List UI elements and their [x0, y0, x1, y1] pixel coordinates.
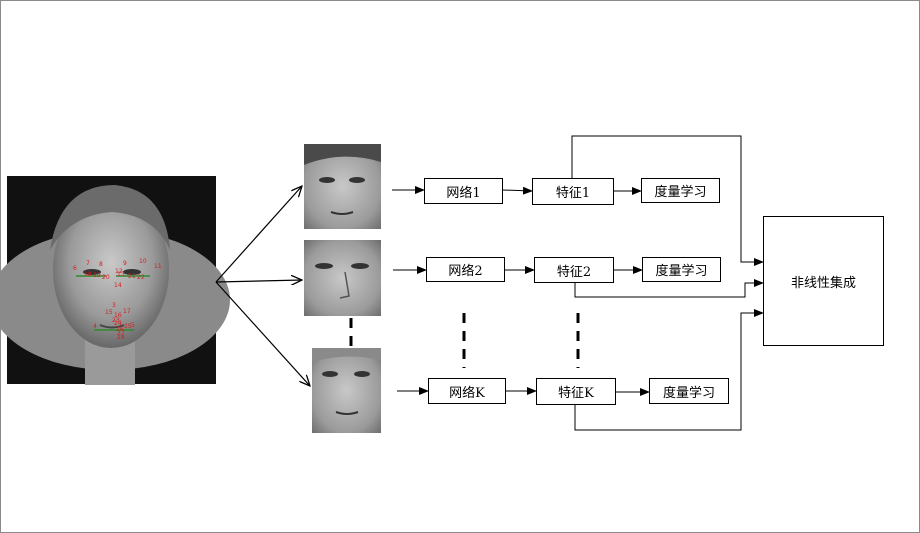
- landmark-label: 9: [123, 260, 127, 267]
- fusion-box: 非线性集成: [763, 216, 884, 346]
- landmark-label: 16: [114, 312, 122, 319]
- metric-label-k: 度量学习: [662, 385, 715, 401]
- metric-label-2: 度量学习: [655, 264, 708, 279]
- landmark-label: 13: [117, 271, 125, 278]
- landmark-label: 17: [123, 308, 131, 315]
- row-arrows: [392, 186, 650, 396]
- metric-label-1: 度量学习: [654, 185, 707, 200]
- metric-box-1: 度量学习: [641, 178, 720, 203]
- landmark-label: 6: [73, 265, 77, 272]
- network-box-1: 网络1: [424, 178, 503, 204]
- landmark-label: 25: [124, 323, 132, 330]
- landmark-label: 14: [114, 282, 122, 289]
- landmark-label: 28: [117, 334, 125, 341]
- landmark-label: 3: [112, 302, 116, 309]
- feature-box-1: 特征1: [532, 178, 614, 205]
- fanout-arrows: [215, 186, 310, 386]
- landmark-label: 23: [112, 317, 120, 324]
- landmark-label: 27: [117, 330, 125, 337]
- feature-box-k: 特征K: [536, 378, 616, 405]
- metric-box-k: 度量学习: [649, 378, 729, 404]
- metric-box-2: 度量学习: [642, 257, 721, 282]
- network-label-2: 网络2: [448, 264, 483, 279]
- landmark-label: 22: [137, 274, 145, 281]
- network-label-k: 网络K: [449, 385, 485, 401]
- landmark-label: 18: [84, 271, 92, 278]
- network-label-1: 网络1: [446, 185, 481, 201]
- landmark-label: 10: [139, 258, 147, 265]
- face-crop-k: [312, 348, 381, 433]
- feature-label-1: 特征1: [555, 186, 591, 201]
- landmark-label: 5: [131, 322, 135, 329]
- fusion-label: 非线性集成: [790, 275, 856, 291]
- feature-label-2: 特征2: [556, 264, 592, 280]
- ellipsis-dashes: [349, 313, 580, 368]
- fusion-connectors: [571, 135, 764, 431]
- landmark-label: 24: [114, 320, 122, 327]
- landmark-label: 26: [116, 326, 124, 333]
- network-box-k: 网络K: [428, 378, 506, 404]
- landmark-label: 11: [154, 263, 162, 270]
- face-crop-1: [304, 144, 381, 229]
- network-box-2: 网络2: [426, 257, 505, 282]
- landmark-label: 7: [86, 260, 90, 267]
- landmark-label: 20: [102, 274, 110, 281]
- face-crop-2: [304, 240, 381, 316]
- landmark-label: 19: [93, 272, 101, 279]
- landmark-label: 4: [93, 323, 97, 330]
- feature-label-k: 特征K: [558, 386, 594, 401]
- landmark-label: 21: [128, 273, 136, 280]
- feature-box-2: 特征2: [534, 257, 614, 283]
- landmark-label: 15: [105, 309, 113, 316]
- landmark-label: 12: [115, 268, 123, 275]
- landmark-label: 8: [99, 261, 103, 268]
